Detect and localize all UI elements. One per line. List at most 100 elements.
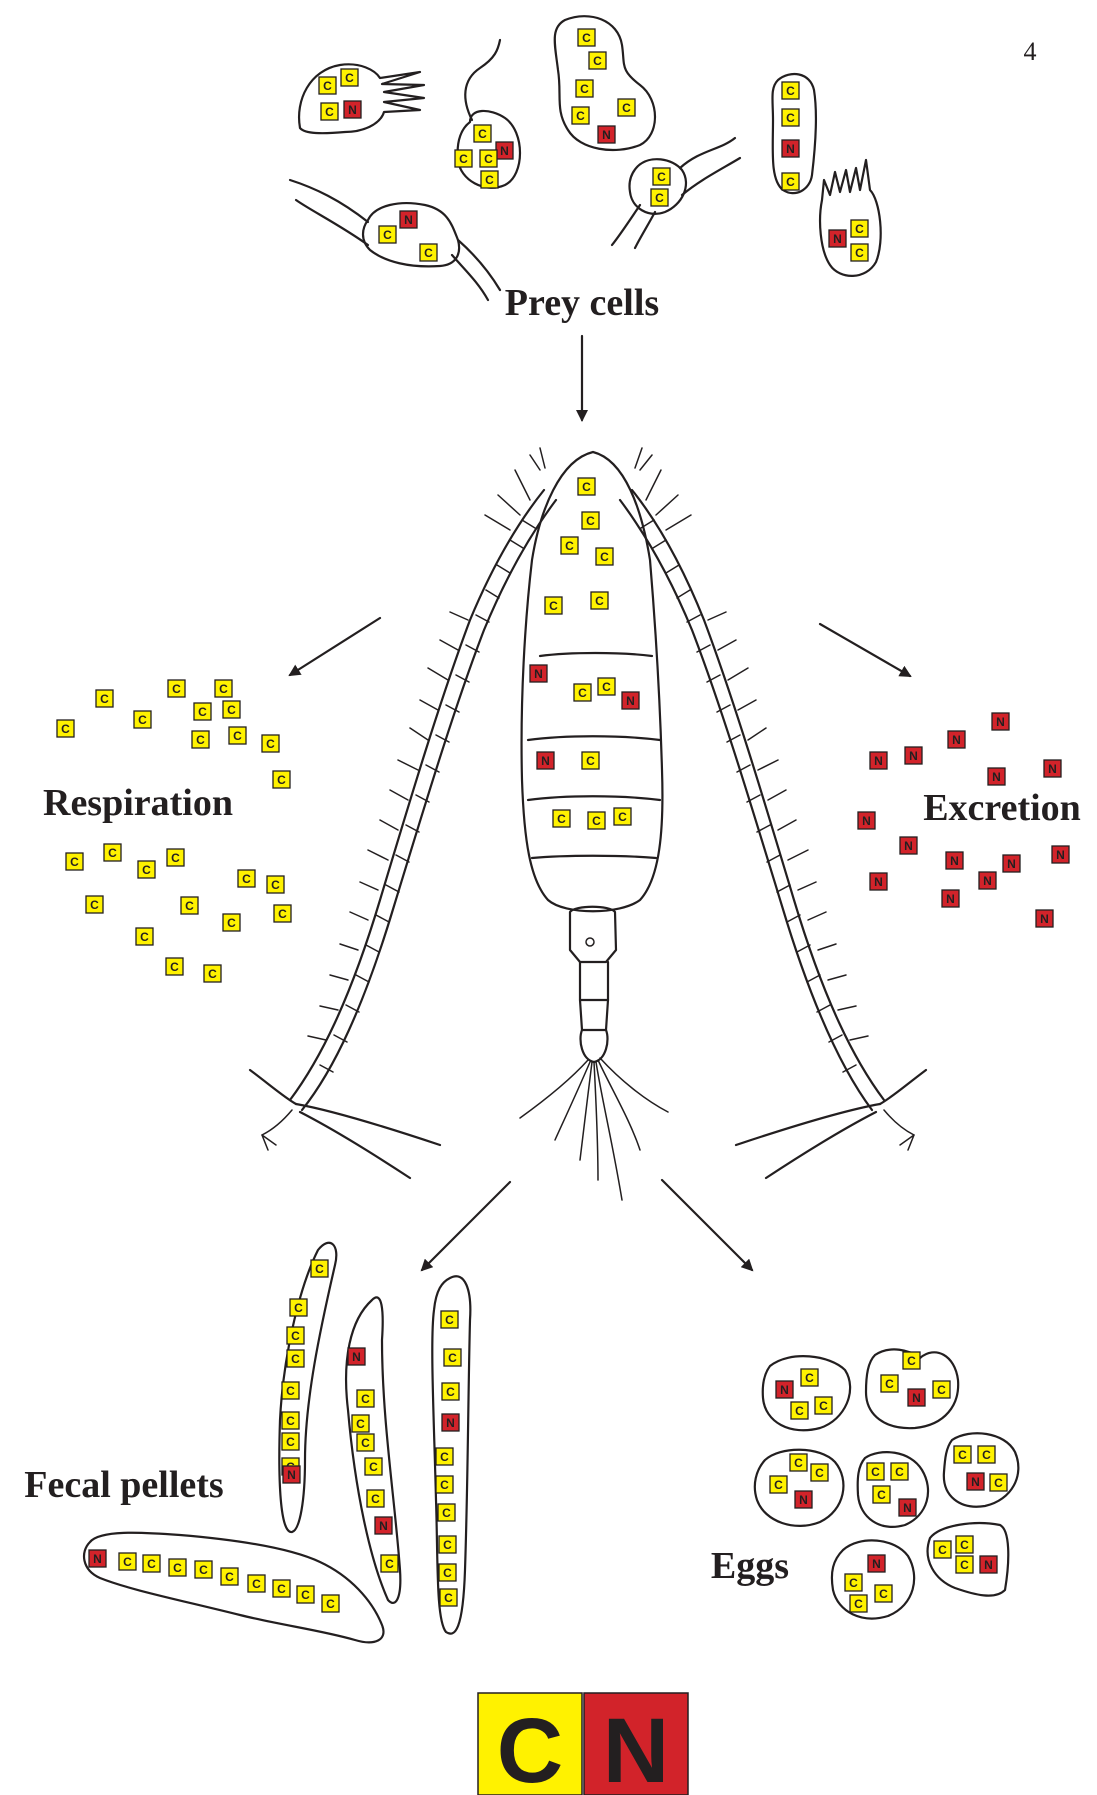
carbon-unit-icon: C [215, 680, 232, 697]
svg-text:C: C [819, 1399, 828, 1413]
carbon-unit-icon: C [66, 853, 83, 870]
carbon-unit-icon: C [934, 1541, 951, 1558]
svg-text:C: C [478, 127, 487, 141]
carbon-unit-icon: C [273, 771, 290, 788]
svg-text:N: N [626, 694, 635, 708]
carbon-unit-icon: C [545, 597, 562, 614]
svg-text:C: C [982, 1448, 991, 1462]
carbon-unit-icon: C [438, 1504, 455, 1521]
carbon-unit-icon: C [195, 1561, 212, 1578]
carbon-unit-icon: C [321, 103, 338, 120]
svg-text:C: C [361, 1392, 370, 1406]
svg-text:C: C [960, 1558, 969, 1572]
nitrogen-unit-icon: N [948, 731, 965, 748]
carbon-unit-icon: C [86, 896, 103, 913]
carbon-unit-icon: C [811, 1464, 828, 1481]
legend: C N [478, 1693, 688, 1795]
carbon-unit-icon: C [439, 1564, 456, 1581]
legend-carbon-label: C [497, 1700, 563, 1795]
svg-text:C: C [994, 1476, 1003, 1490]
svg-text:C: C [138, 713, 147, 727]
carbon-unit-icon: C [845, 1574, 862, 1591]
carbon-unit-icon: C [138, 861, 155, 878]
carbon-unit-icon: C [262, 735, 279, 752]
svg-text:C: C [443, 1566, 452, 1580]
svg-text:C: C [361, 1436, 370, 1450]
svg-text:C: C [277, 1582, 286, 1596]
svg-text:C: C [225, 1570, 234, 1584]
carbon-unit-icon: C [169, 1559, 186, 1576]
carbon-unit-icon: C [591, 592, 608, 609]
carbon-unit-icon: C [561, 537, 578, 554]
svg-text:C: C [657, 170, 666, 184]
svg-text:N: N [352, 1350, 361, 1364]
carbon-unit-icon: C [282, 1412, 299, 1429]
svg-text:C: C [854, 1597, 863, 1611]
carbon-unit-icon: C [365, 1458, 382, 1475]
carbon-unit-icon: C [990, 1474, 1007, 1491]
carbon-unit-icon: C [588, 812, 605, 829]
svg-text:C: C [855, 246, 864, 260]
carbon-unit-icon: C [576, 80, 593, 97]
svg-text:N: N [780, 1383, 789, 1397]
svg-text:C: C [100, 692, 109, 706]
svg-text:C: C [61, 722, 70, 736]
carbon-unit-icon: C [651, 189, 668, 206]
carbon-unit-icon: C [379, 226, 396, 243]
svg-text:C: C [586, 754, 595, 768]
carbon-unit-icon: C [192, 731, 209, 748]
svg-text:N: N [446, 1416, 455, 1430]
svg-text:N: N [971, 1475, 980, 1489]
svg-text:N: N [983, 874, 992, 888]
page-number: 4 [1024, 37, 1037, 66]
svg-text:C: C [849, 1576, 858, 1590]
carbon-unit-icon: C [229, 727, 246, 744]
carbon-unit-icon: C [223, 914, 240, 931]
svg-text:C: C [907, 1354, 916, 1368]
svg-text:C: C [323, 79, 332, 93]
svg-text:C: C [286, 1384, 295, 1398]
svg-text:C: C [286, 1435, 295, 1449]
svg-text:N: N [950, 854, 959, 868]
svg-text:N: N [404, 213, 413, 227]
nitrogen-unit-icon: N [908, 1389, 925, 1406]
svg-text:C: C [446, 1385, 455, 1399]
carbon-unit-icon: C [578, 478, 595, 495]
svg-text:C: C [960, 1538, 969, 1552]
svg-text:N: N [862, 814, 871, 828]
svg-text:C: C [938, 1543, 947, 1557]
svg-text:N: N [874, 754, 883, 768]
carbon-unit-icon: C [782, 82, 799, 99]
svg-text:C: C [565, 539, 574, 553]
svg-text:C: C [602, 680, 611, 694]
nitrogen-unit-icon: N [344, 101, 361, 118]
nitrogen-unit-icon: N [868, 1555, 885, 1572]
carbon-unit-icon: C [455, 150, 472, 167]
svg-text:C: C [937, 1383, 946, 1397]
svg-text:C: C [586, 514, 595, 528]
excretion-label: Excretion [923, 787, 1081, 829]
nitrogen-unit-icon: N [988, 768, 1005, 785]
svg-text:N: N [946, 892, 955, 906]
svg-text:C: C [208, 967, 217, 981]
carbon-unit-icon: C [474, 125, 491, 142]
prey-cells [290, 16, 881, 300]
carbon-unit-icon: C [553, 810, 570, 827]
svg-text:C: C [286, 1414, 295, 1428]
svg-text:C: C [618, 810, 627, 824]
nitrogen-unit-icon: N [900, 837, 917, 854]
svg-text:C: C [440, 1478, 449, 1492]
carbon-unit-icon: C [287, 1327, 304, 1344]
carbon-unit-icon: C [582, 752, 599, 769]
svg-text:C: C [227, 916, 236, 930]
svg-text:C: C [315, 1262, 324, 1276]
svg-text:N: N [1040, 912, 1049, 926]
carbon-unit-icon: C [290, 1299, 307, 1316]
svg-text:C: C [786, 84, 795, 98]
svg-text:C: C [557, 812, 566, 826]
svg-text:N: N [500, 144, 509, 158]
carbon-unit-icon: C [136, 928, 153, 945]
svg-text:C: C [424, 246, 433, 260]
svg-text:C: C [805, 1371, 814, 1385]
svg-text:N: N [602, 128, 611, 142]
